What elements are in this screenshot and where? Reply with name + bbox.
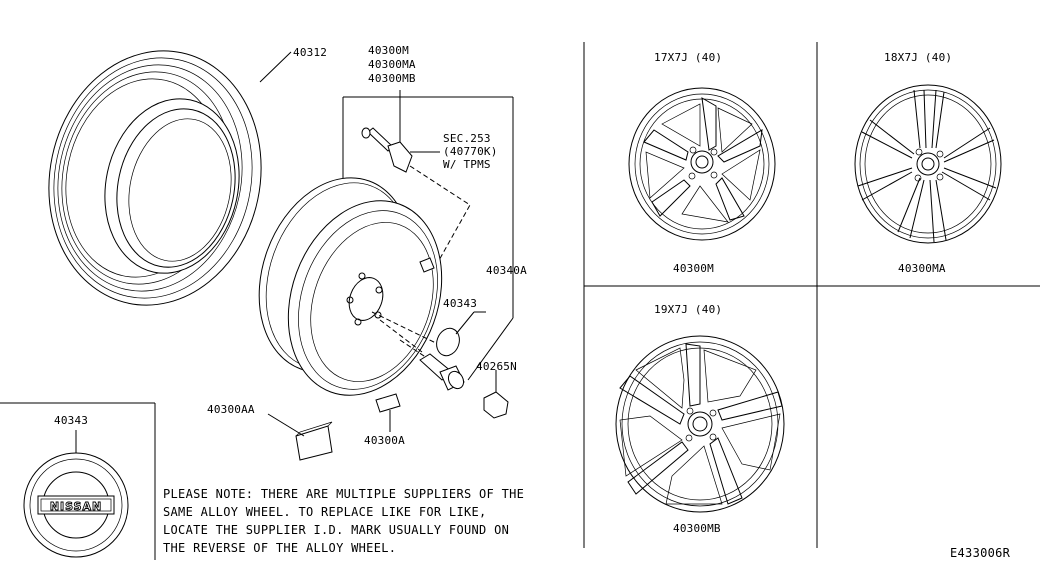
- wheel-19-drawing: [615, 335, 785, 513]
- weight-a-drawing: [375, 393, 401, 432]
- wheel-17-drawing: [628, 87, 776, 241]
- supplier-note-line-3: LOCATE THE SUPPLIER I.D. MARK USUALLY FO…: [163, 523, 509, 537]
- wheel-part-label-1: 40300M: [368, 44, 409, 57]
- tire-drawing: [48, 50, 292, 306]
- diagram-code: E433006R: [950, 546, 1011, 560]
- wheel-size-17: 17X7J (40): [654, 51, 722, 64]
- nissan-badge-drawing: NISSAN: [23, 430, 129, 558]
- wheel-part-label-2: 40300MA: [368, 58, 416, 71]
- wheel-part-17: 40300M: [673, 262, 714, 275]
- wheel-size-18: 18X7J (40): [884, 51, 952, 64]
- center-cap-label: 40343: [443, 297, 477, 310]
- weight-aa-label: 40300AA: [207, 403, 255, 416]
- supplier-note-line-2: SAME ALLOY WHEEL. TO REPLACE LIKE FOR LI…: [163, 505, 487, 519]
- weight-a-label: 40300A: [364, 434, 405, 447]
- supplier-note-line-1: PLEASE NOTE: THERE ARE MULTIPLE SUPPLIER…: [163, 487, 524, 501]
- tire-part-label: 40312: [293, 46, 327, 59]
- inset-cap-title: 40343: [54, 414, 88, 427]
- section-ref-line-1: SEC.253: [443, 132, 491, 145]
- section-ref-line-3: W/ TPMS: [443, 158, 491, 171]
- valve-nut-label: 40265N: [476, 360, 517, 373]
- wheel-part-19: 40300MB: [673, 522, 721, 535]
- lug-nut-drawing: [419, 353, 465, 391]
- valve-stem-drawing: [361, 127, 471, 263]
- wheel-bracket-lines: [342, 90, 514, 381]
- center-cap-drawing: [436, 311, 486, 357]
- wheel-part-label-3: 40300MB: [368, 72, 416, 85]
- bracket-part-label: 40340A: [486, 264, 527, 277]
- wheel-exploded-drawing: [258, 177, 443, 396]
- wheel-part-18: 40300MA: [898, 262, 946, 275]
- wheel-size-19: 19X7J (40): [654, 303, 722, 316]
- weight-aa-drawing: [267, 413, 333, 461]
- panel-dividers: [0, 42, 1040, 560]
- wheel-18-drawing: [854, 84, 1002, 244]
- nissan-badge-text: NISSAN: [50, 500, 102, 513]
- section-ref-line-2: (40770K): [443, 145, 498, 158]
- valve-nut-drawing: [483, 370, 509, 419]
- supplier-note-line-4: THE REVERSE OF THE ALLOY WHEEL.: [163, 541, 396, 555]
